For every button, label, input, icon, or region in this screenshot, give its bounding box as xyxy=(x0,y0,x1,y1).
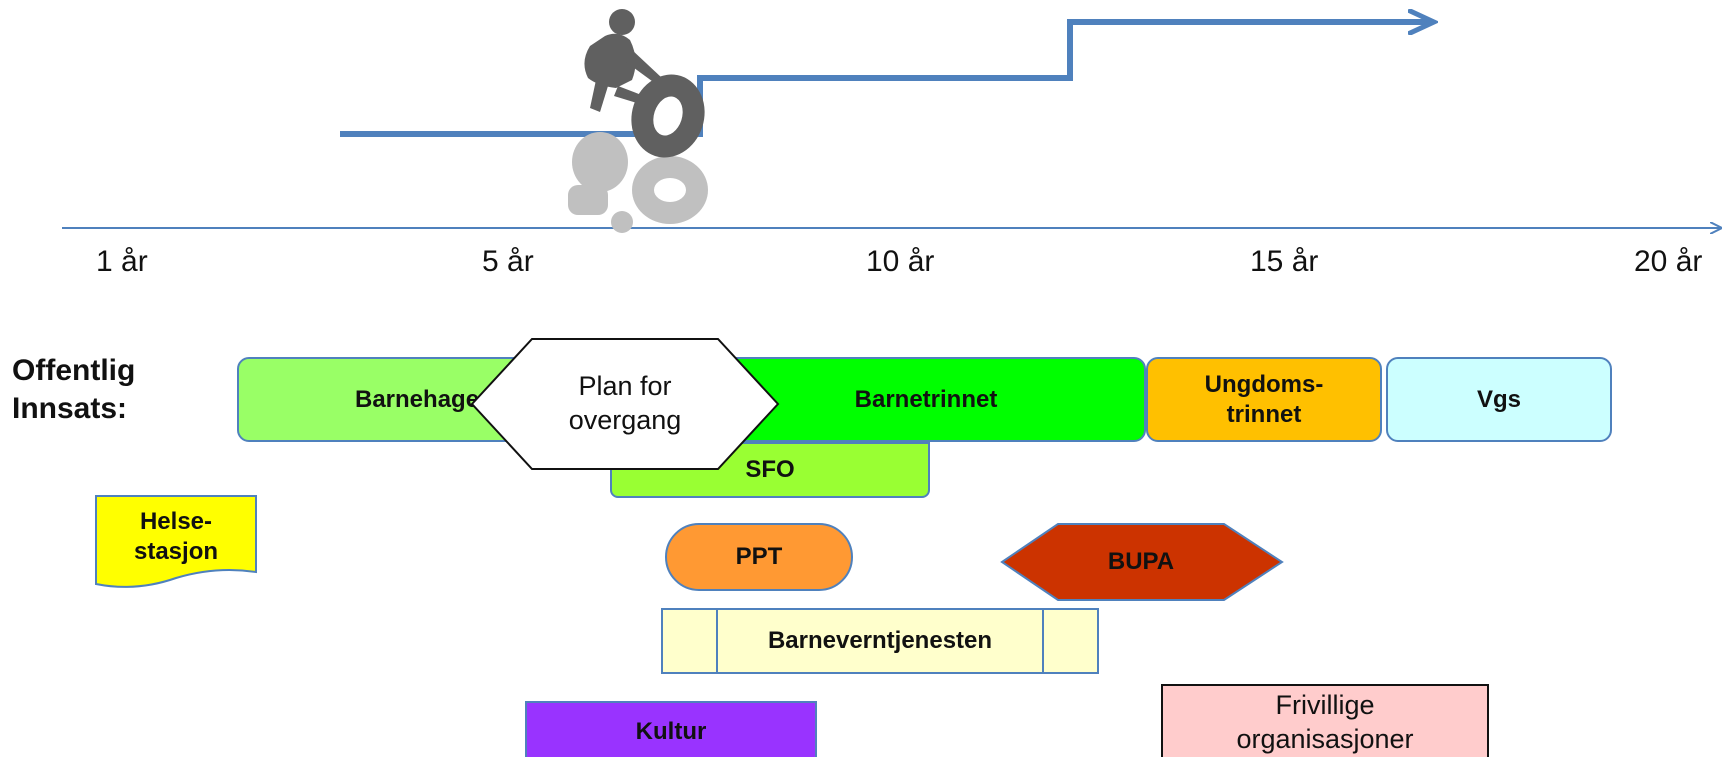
helsestasjon-box: Helse- stasjon xyxy=(96,500,256,574)
sfo-label: SFO xyxy=(745,456,795,483)
tick-1-year: 1 år xyxy=(96,245,148,278)
plan-for-overgang-shape xyxy=(470,338,780,470)
frivillige-label-line-2: organisasjoner xyxy=(1236,723,1414,754)
plan-label-line-1: Plan for xyxy=(578,371,672,402)
helsestasjon-label-line-2: stasjon xyxy=(133,538,219,565)
ungdomstrinnet-label-line-1: Ungdoms- xyxy=(1204,370,1324,398)
helsestasjon-shape xyxy=(95,495,257,588)
ungdomstrinnet-box: Ungdoms- trinnet xyxy=(1146,357,1382,442)
barnevern-shape xyxy=(661,608,1099,674)
child-reflection-image xyxy=(568,132,708,233)
frivillige-label-line-1: Frivillige xyxy=(1275,690,1375,720)
bupa-label: BUPA xyxy=(1107,548,1175,575)
progression-step-arrow xyxy=(340,22,1432,137)
tick-5-year: 5 år xyxy=(482,245,534,278)
kultur-label: Kultur xyxy=(635,718,707,745)
frivillige-shape xyxy=(1161,684,1489,757)
barnevern-label: Barneverntjenesten xyxy=(767,627,993,654)
kultur-box: Kultur xyxy=(526,702,816,762)
plan-label-line-2: overgang xyxy=(568,405,682,435)
public-effort-heading: Offentlig Innsats: xyxy=(12,352,135,429)
bupa-box: BUPA xyxy=(1058,524,1224,600)
barnevern-box: Barneverntjenesten xyxy=(717,609,1043,673)
barnetrinnet-label: Barnetrinnet xyxy=(854,385,998,413)
child-with-tyre-image xyxy=(584,9,705,158)
tick-15-year: 15 år xyxy=(1250,245,1319,278)
ppt-box: PPT xyxy=(666,524,852,590)
vgs-box: Vgs xyxy=(1386,357,1612,442)
barnetrinnet-box: Barnetrinnet xyxy=(706,357,1146,442)
ppt-label: PPT xyxy=(735,543,783,570)
heading-line-1: Offentlig xyxy=(12,354,136,387)
ppt-shape xyxy=(665,523,853,591)
ungdomstrinnet-label-line-2: trinnet xyxy=(1226,400,1302,428)
tick-10-year: 10 år xyxy=(866,245,935,278)
vgs-label: Vgs xyxy=(1476,385,1521,413)
frivillige-box: Frivillige organisasjoner xyxy=(1162,685,1488,757)
helsestasjon-label-line-1: Helse- xyxy=(139,508,213,535)
barnehage-label: Barnehage xyxy=(355,385,480,413)
bupa-shape xyxy=(1000,523,1284,601)
tick-20-year: 20 år xyxy=(1634,245,1703,278)
kultur-shape xyxy=(525,701,817,757)
plan-for-overgang-box: Plan for overgang xyxy=(520,360,730,448)
heading-line-2: Innsats: xyxy=(12,392,128,426)
